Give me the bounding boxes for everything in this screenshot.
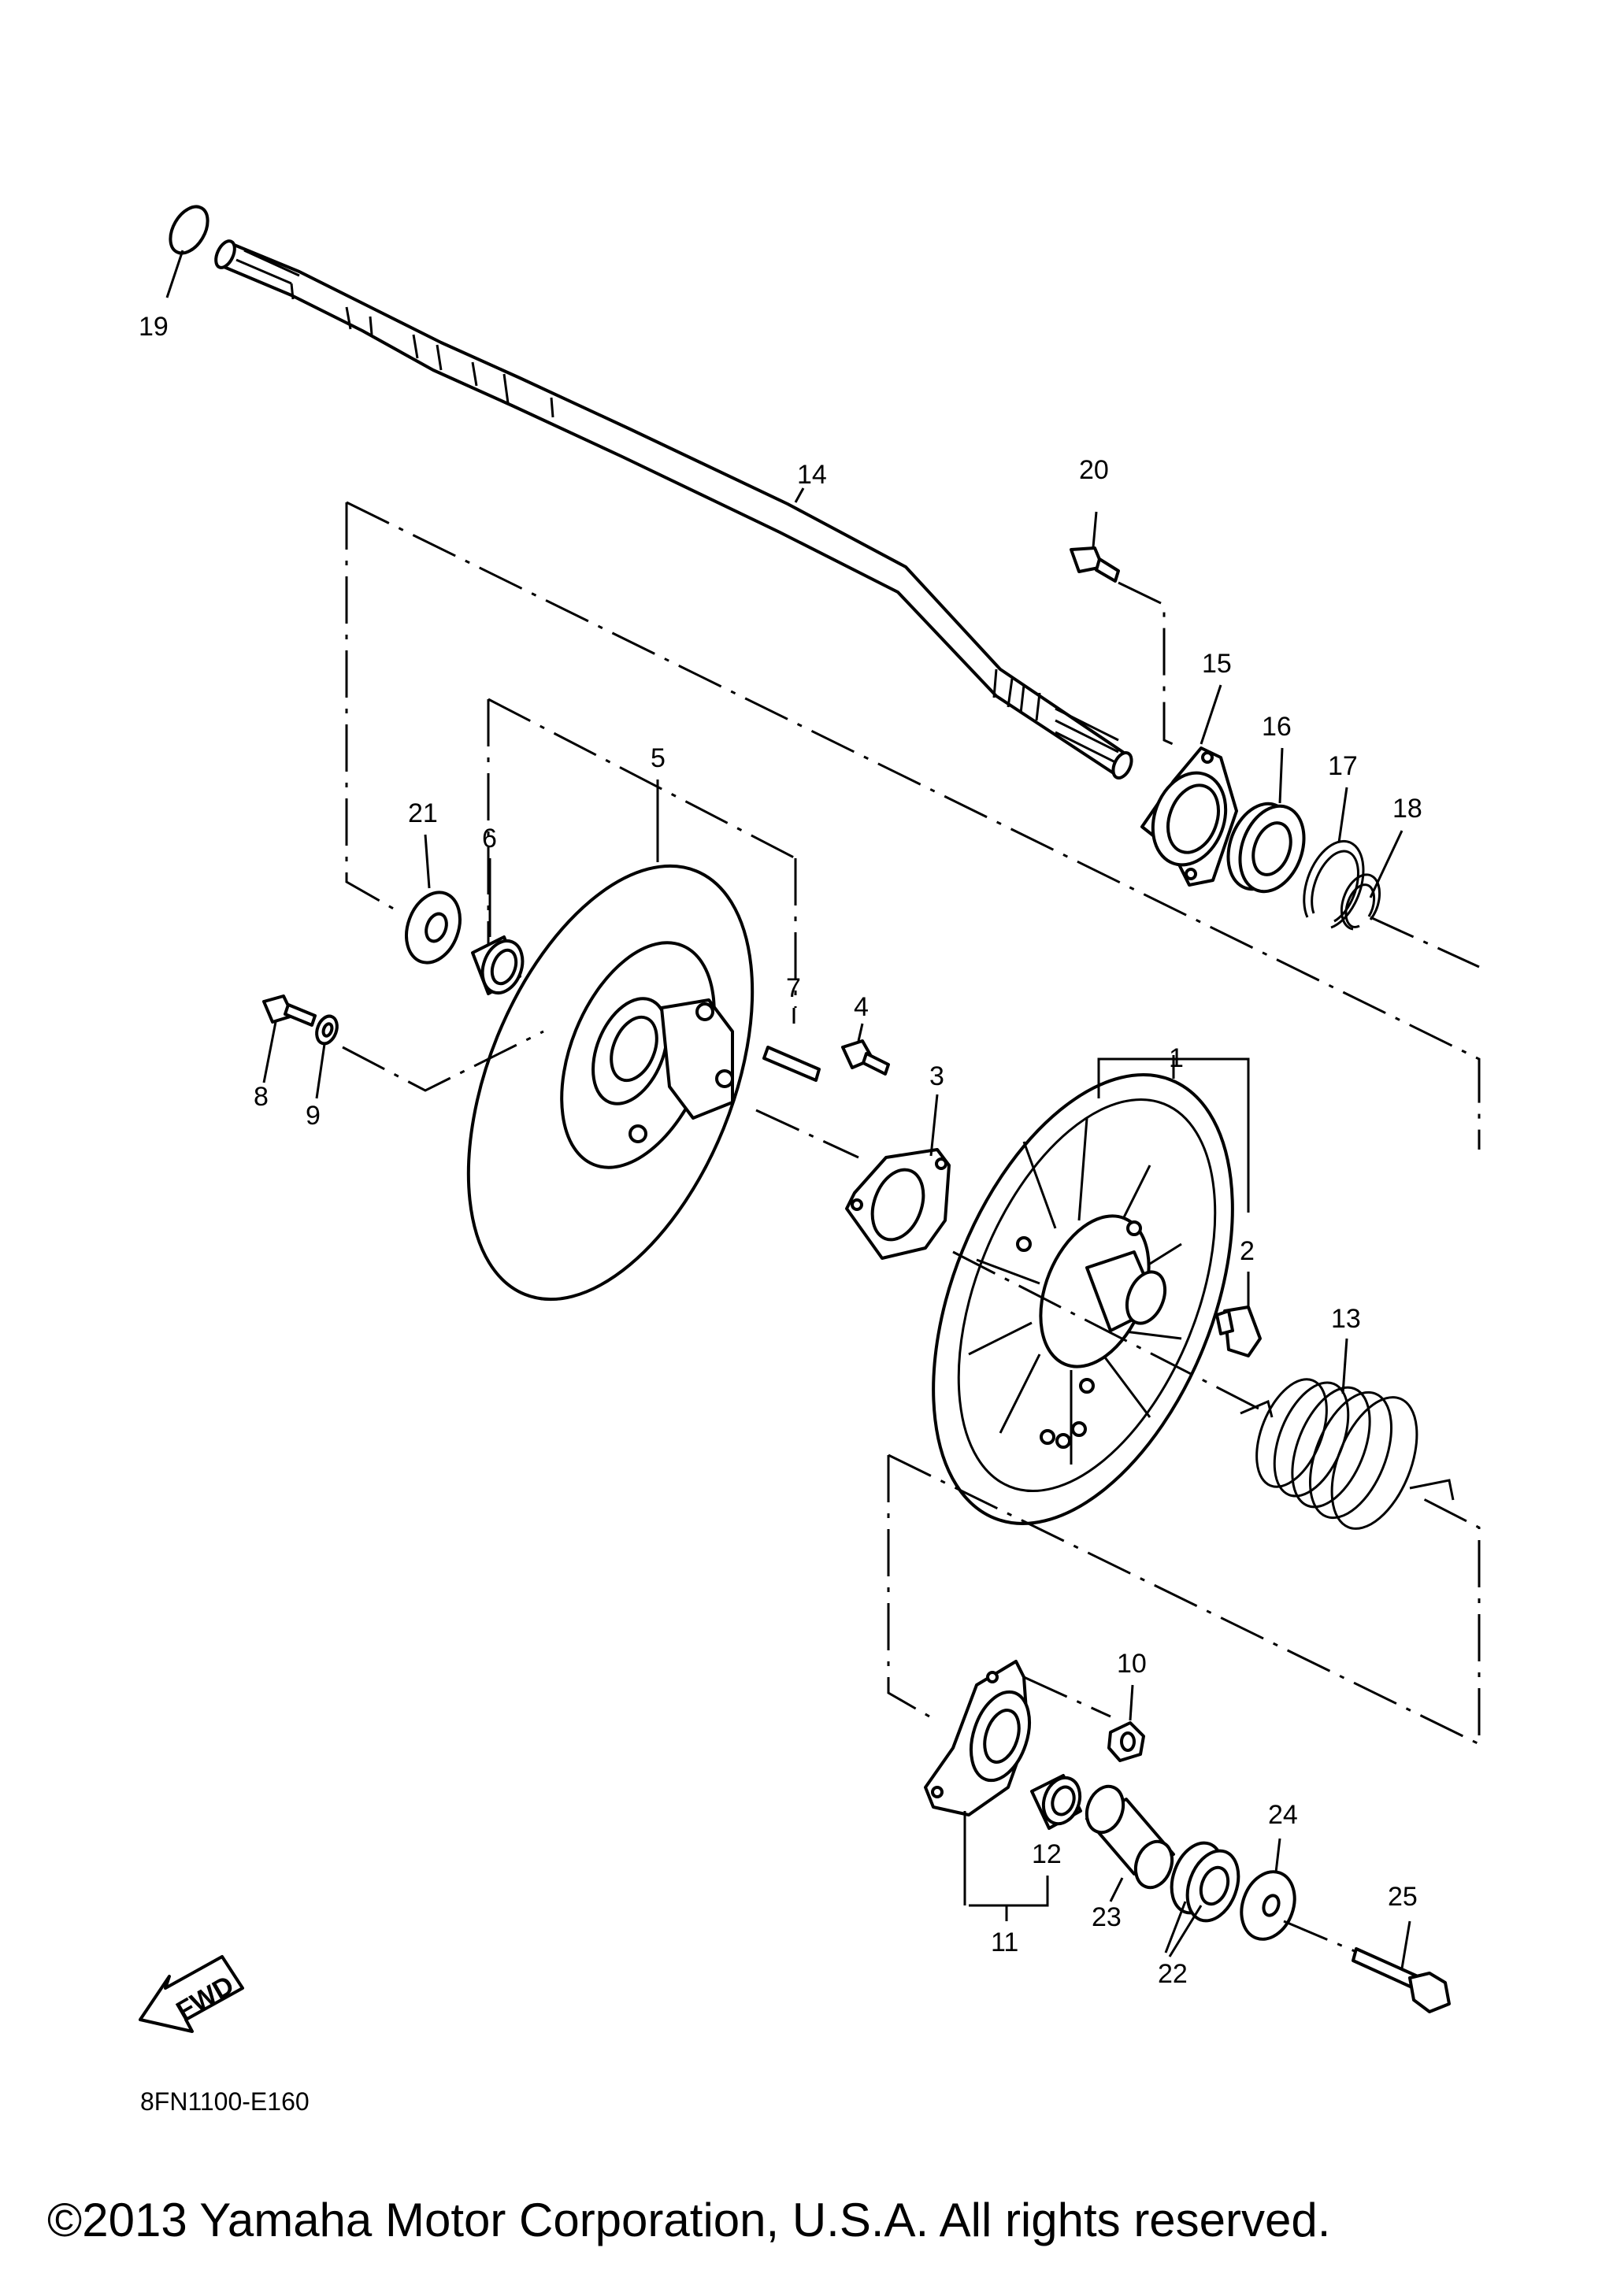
- callout-10: 10: [1117, 1649, 1147, 1679]
- o-ring-19: [169, 205, 210, 255]
- callout-23: 23: [1092, 1902, 1122, 1932]
- screw-4: [841, 1039, 890, 1076]
- secondary-shaft-14: [214, 239, 1133, 780]
- callout-labels: 1 2 3 4 5 6 7 8 9 10 11 12 13 14 15 16 1…: [139, 312, 1422, 1989]
- callout-8: 8: [254, 1082, 269, 1112]
- flange-bolt-8: [262, 994, 317, 1027]
- copyright-notice: ©2013 Yamaha Motor Corporation, U.S.A. A…: [47, 2194, 1331, 2246]
- callout-11: 11: [991, 1928, 1018, 1957]
- plate-3: [845, 1148, 951, 1260]
- fixed-sheave-5: [466, 864, 755, 1302]
- nut-10: [1107, 1721, 1145, 1762]
- assembly-line-bolt20: [1118, 581, 1182, 750]
- assembly-line-bolt: [342, 1030, 859, 1159]
- callout-17: 17: [1328, 751, 1358, 781]
- spring-13: [1240, 1378, 1455, 1530]
- diagram-code: 8FN1100-E160: [140, 2087, 310, 2116]
- callout-2: 2: [1240, 1236, 1255, 1266]
- damper-22: [1170, 1841, 1240, 1923]
- assembly-line-lower: [887, 1250, 1481, 1953]
- callout-14: 14: [797, 460, 827, 490]
- callout-6: 6: [482, 824, 497, 854]
- callout-16: 16: [1262, 712, 1292, 742]
- washer-24: [1240, 1870, 1296, 1941]
- bearing-housing-15: [1140, 746, 1238, 887]
- bolt-20: [1070, 546, 1120, 583]
- fwd-arrow-icon: FWD: [139, 1955, 244, 2033]
- bearing-16: [1226, 802, 1306, 894]
- circlip-18: [1340, 873, 1381, 931]
- cover-11: [924, 1660, 1031, 1816]
- callout-21: 21: [408, 798, 438, 828]
- callout-22: 22: [1158, 1959, 1188, 1989]
- callout-9: 9: [306, 1101, 321, 1131]
- assembly-line-upper: [345, 501, 1481, 1150]
- slider-2: [1215, 1305, 1262, 1357]
- callout-5: 5: [651, 743, 666, 773]
- callout-20: 20: [1079, 455, 1109, 485]
- stud-bolt-7: [762, 1046, 821, 1082]
- callout-7: 7: [786, 973, 801, 1003]
- callout-3: 3: [929, 1061, 944, 1091]
- callout-25: 25: [1388, 1882, 1418, 1912]
- washer-21: [405, 891, 462, 965]
- circlip-17: [1303, 839, 1365, 929]
- callout-13: 13: [1331, 1304, 1361, 1334]
- washer-9: [315, 1014, 339, 1046]
- assembly-line-sheave: [487, 698, 797, 1008]
- callout-1: 1: [1169, 1043, 1184, 1073]
- callout-12: 12: [1032, 1839, 1062, 1869]
- callout-24: 24: [1268, 1800, 1298, 1830]
- movable-sheave-1: [932, 1073, 1234, 1525]
- collar-23: [1085, 1784, 1175, 1890]
- callout-15: 15: [1202, 649, 1232, 679]
- bushing-12: [1030, 1774, 1082, 1830]
- callout-19: 19: [139, 312, 169, 342]
- callout-18: 18: [1392, 794, 1422, 824]
- bushing-6: [471, 935, 525, 995]
- callout-4: 4: [854, 992, 869, 1022]
- bolt-25: [1352, 1947, 1451, 2013]
